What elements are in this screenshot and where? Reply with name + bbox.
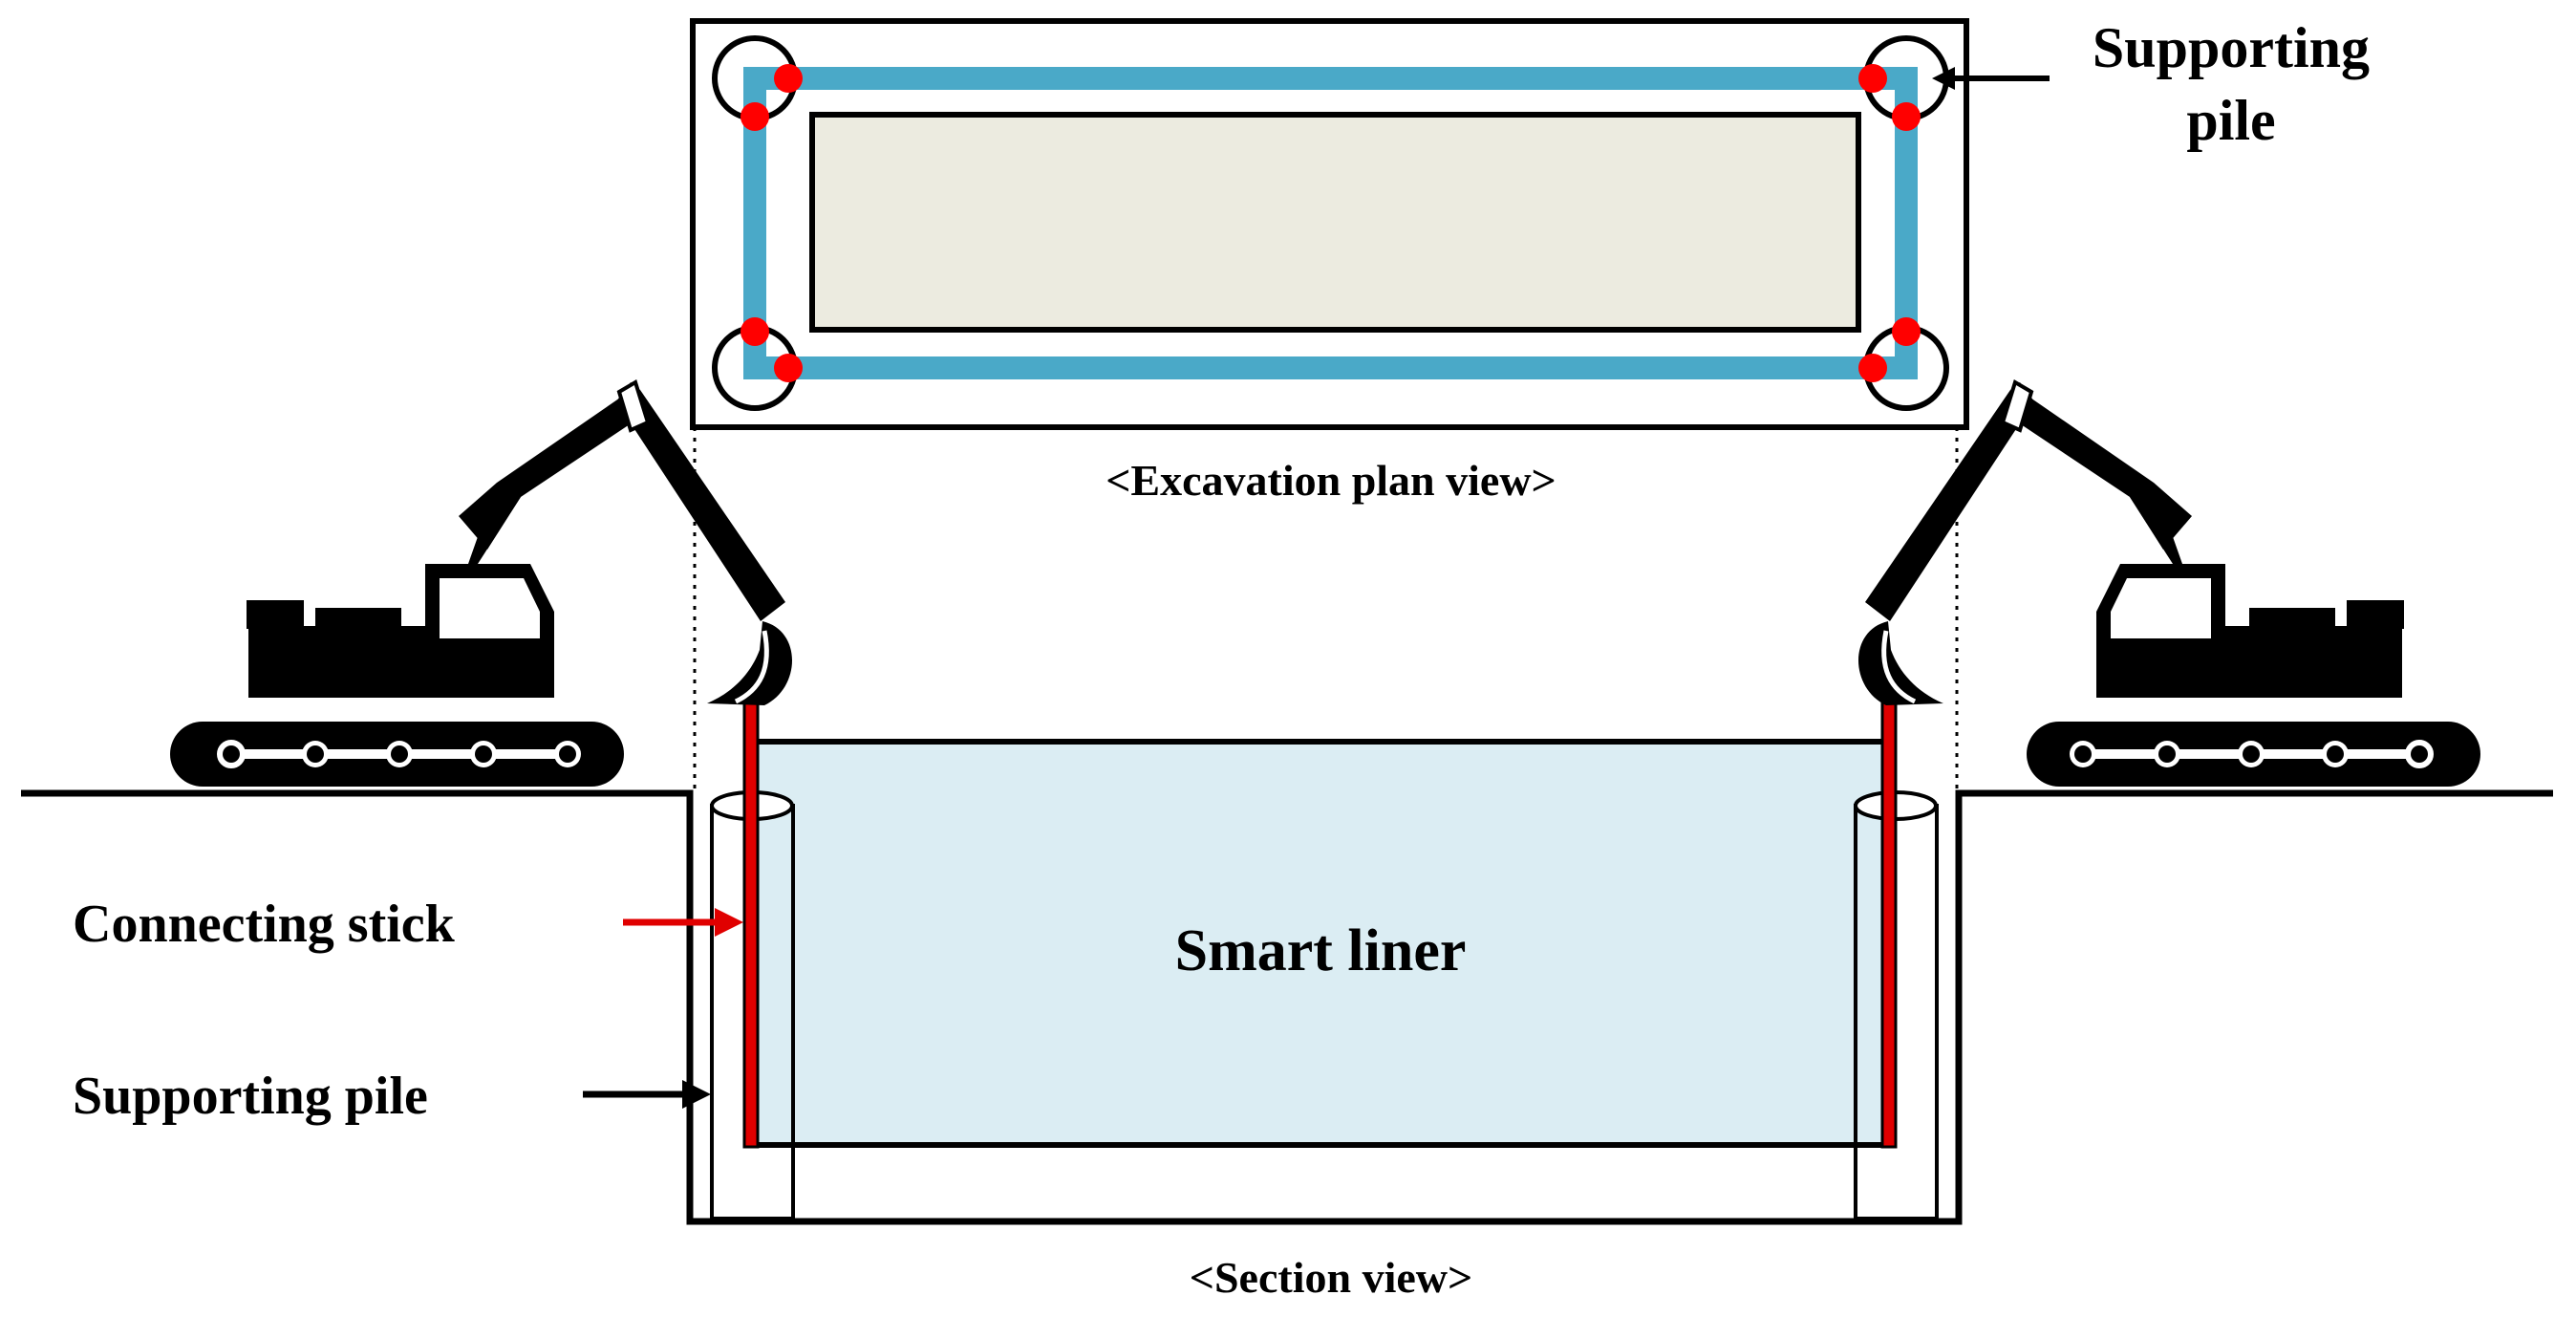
- plan-pile-label-line2: pile: [2186, 89, 2275, 152]
- connector-dot: [1858, 354, 1887, 382]
- excavation-plan-view: Supporting pile <Excavation plan view>: [690, 16, 2370, 505]
- excavator-icon-right: [1858, 382, 2480, 787]
- section-view-caption: <Section view>: [1190, 1253, 1472, 1302]
- connector-dot: [741, 317, 769, 346]
- connecting-stick-right: [1880, 698, 1898, 1149]
- excavator-icon-left: [170, 382, 792, 787]
- connecting-stick-label: Connecting stick: [73, 895, 456, 954]
- connector-dot: [1892, 102, 1921, 131]
- section-view: Smart liner Connecting stick Supporting …: [21, 698, 2553, 1302]
- plan-pile-label-line1: Supporting: [2093, 16, 2370, 79]
- plan-pile-leader-arrowhead: [1932, 67, 1955, 90]
- smart-liner-label: Smart liner: [1175, 918, 1467, 983]
- connector-dot: [774, 354, 803, 382]
- ground-and-pit-outline: [21, 789, 2553, 1225]
- plan-connector-dots: [741, 64, 1921, 382]
- section-pile-arrowhead: [682, 1080, 711, 1109]
- connecting-stick-arrowhead: [715, 908, 743, 937]
- connector-dot: [741, 102, 769, 131]
- connector-dot: [774, 64, 803, 93]
- connecting-stick-left: [742, 698, 760, 1149]
- section-pile-label: Supporting pile: [73, 1067, 428, 1126]
- plan-liner-frame: [743, 67, 1918, 379]
- plan-view-caption: <Excavation plan view>: [1106, 456, 1556, 505]
- projection-lines: [693, 427, 1959, 791]
- plan-excavation-area: [809, 112, 1861, 333]
- connector-dot: [1892, 317, 1921, 346]
- connector-dot: [1858, 64, 1887, 93]
